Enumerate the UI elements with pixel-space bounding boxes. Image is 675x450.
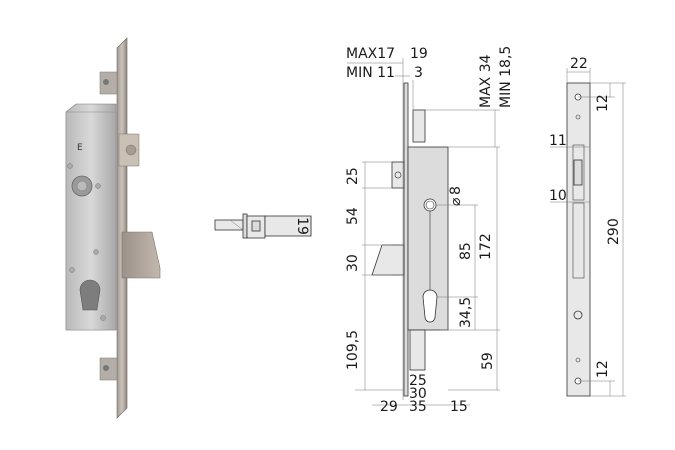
dim-25: 25: [345, 167, 361, 185]
dim-25-bottom: 25: [409, 373, 427, 389]
dim-max34: MAX 34: [478, 54, 494, 108]
dim-12-bottom: 12: [595, 360, 611, 378]
lock-marking: E: [77, 143, 83, 153]
dim-min18-5: MIN 18,5: [498, 46, 514, 108]
hook-bolt-photo: [121, 231, 161, 279]
dim-35-bottom: 35: [409, 399, 427, 415]
dim-8: 8: [448, 186, 464, 195]
dim-85: 85: [458, 242, 474, 260]
dim-172: 172: [478, 233, 494, 260]
dim-29: 29: [380, 399, 398, 415]
dim-12-top: 12: [595, 94, 611, 112]
dim-290: 290: [606, 218, 622, 245]
dim-11: 11: [549, 133, 567, 149]
dim-10: 10: [549, 188, 567, 204]
dim-15: 15: [450, 399, 468, 415]
diameter-symbol: ⌀: [448, 197, 464, 206]
dim-19-top: 19: [410, 46, 428, 62]
dim-34-5: 34,5: [458, 297, 474, 328]
dim-59: 59: [480, 352, 496, 370]
dim-109-5: 109,5: [345, 330, 361, 370]
faceplate-photo: [116, 37, 128, 419]
dim-30: 30: [345, 254, 361, 272]
dim-22: 22: [570, 56, 588, 72]
dim-min11: MIN 11: [346, 65, 395, 81]
dim-19-bolt: 19: [294, 217, 310, 235]
dim-3: 3: [414, 65, 423, 81]
dim-30-bottom: 30: [409, 386, 427, 402]
dim-54: 54: [345, 207, 361, 225]
dim-max17: MAX17: [346, 46, 395, 62]
